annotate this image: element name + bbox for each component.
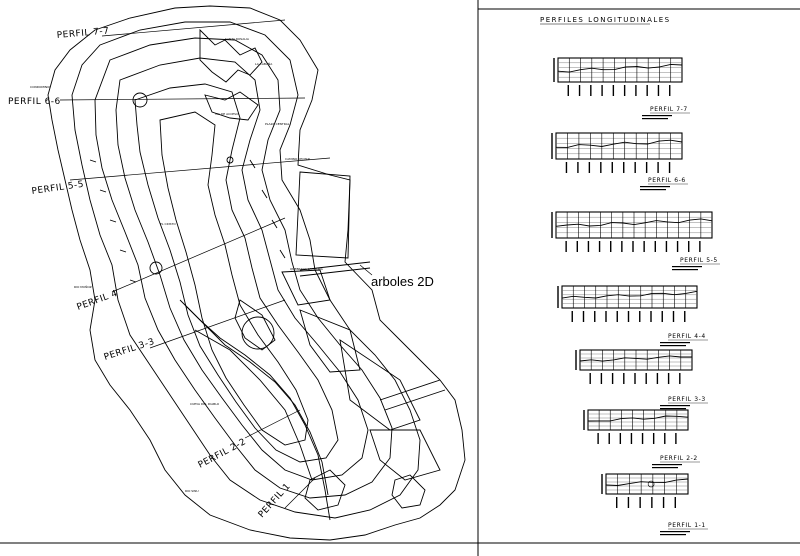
profile-chart-2: PERFIL 6-6 [551, 132, 688, 191]
scale-note-mark [660, 342, 690, 344]
profile-chart-6: PERFIL 2-2 [583, 409, 700, 469]
profile-name: PERFIL 6-6 [648, 177, 686, 184]
scale-note-mark [672, 266, 702, 268]
scale-note-mark [660, 531, 690, 533]
scale-note-mark [640, 189, 666, 191]
profile-name: PERFIL 1-1 [668, 522, 706, 529]
svg-text:QUEBRADA LA LEONA: QUEBRADA LA LEONA [290, 267, 324, 271]
svg-text:PLAZA CENTRAL: PLAZA CENTRAL [265, 122, 290, 126]
perfil-label-5: PERFIL 5-5 [31, 180, 85, 197]
terrain-profile-line [555, 218, 713, 227]
scale-note-mark [660, 345, 686, 347]
svg-text:CONDOMINIO: CONDOMINIO [30, 85, 51, 89]
profile-chart-3: PERFIL 5-5 [551, 211, 720, 271]
perfil-label-7: PERFIL 7-7 [56, 26, 109, 41]
profile-section-lines [59, 19, 373, 509]
svg-text:SANTA ROSALIA: SANTA ROSALIA [225, 37, 250, 41]
sheet-title: PERFILES LONGITUDINALES [540, 16, 671, 24]
terrain-profile-line [555, 139, 683, 148]
profile-frame [555, 132, 683, 160]
terrain-profile-line [587, 415, 689, 422]
svg-text:CAMINO VECINAL: CAMINO VECINAL [285, 157, 311, 161]
profile-name: PERFIL 7-7 [650, 106, 688, 113]
scale-note-mark [640, 186, 670, 188]
svg-text:CUEVA DEL DIABLO: CUEVA DEL DIABLO [190, 402, 220, 406]
profile-frame [557, 57, 683, 83]
profile-chart-1: PERFIL 7-7 [553, 57, 690, 120]
svg-text:VIA DE ACCESO: VIA DE ACCESO [215, 112, 239, 116]
profile-frame [605, 473, 689, 495]
svg-text:RIO SINU: RIO SINU [185, 489, 199, 493]
profiles-sheet: PERFILES LONGITUDINALES PERFIL 7-7PERFIL… [540, 16, 720, 536]
scale-note-mark [660, 408, 686, 410]
profile-name: PERFIL 3-3 [668, 396, 706, 403]
profile-name: PERFIL 4-4 [668, 333, 706, 340]
terrain-profile-line [557, 63, 683, 73]
scale-note-mark [660, 405, 690, 407]
plan-annotations: SANTA ROSALIA LA CABAÑA VIA DE ACCESO EL… [30, 37, 324, 493]
profile-labels: PERFIL 7-7 PERFIL 6-6 PERFIL 5-5 PERFIL … [8, 26, 293, 520]
profile-marker [647, 480, 655, 488]
scale-note-mark [642, 118, 668, 120]
profile-name: PERFIL 5-5 [680, 257, 718, 264]
perfil-label-3: PERFIL 3-3 [103, 337, 156, 363]
svg-text:RIO MUÑOZ: RIO MUÑOZ [74, 284, 92, 289]
scale-note-mark [672, 269, 698, 271]
perfil-label-6: PERFIL 6-6 [8, 97, 61, 107]
profile-chart-4: PERFIL 4-4 [557, 285, 708, 347]
scale-note-mark [642, 115, 672, 117]
svg-text:LA CABAÑA: LA CABAÑA [255, 61, 273, 66]
terrain-outline [47, 5, 466, 541]
svg-text:EL CRISTO: EL CRISTO [160, 222, 176, 226]
topographic-plan: SANTA ROSALIA LA CABAÑA VIA DE ACCESO EL… [8, 5, 466, 541]
scale-note-mark [660, 534, 686, 536]
scale-note-mark [652, 467, 678, 469]
terrain-profile-line [605, 478, 689, 486]
profile-frame [587, 409, 689, 431]
arboles-annotation: arboles 2D [371, 274, 434, 289]
profile-name: PERFIL 2-2 [660, 455, 698, 462]
terrain-profile-line [579, 355, 692, 362]
perfil-label-2: PERFIL 2-2 [197, 437, 248, 471]
perfil-label-4: PERFIL 4 [76, 289, 120, 313]
scale-note-mark [652, 464, 682, 466]
terrain-profile-line [561, 290, 698, 299]
profile-chart-7: PERFIL 1-1 [601, 473, 708, 536]
profile-chart-5: PERFIL 3-3 [575, 349, 708, 410]
